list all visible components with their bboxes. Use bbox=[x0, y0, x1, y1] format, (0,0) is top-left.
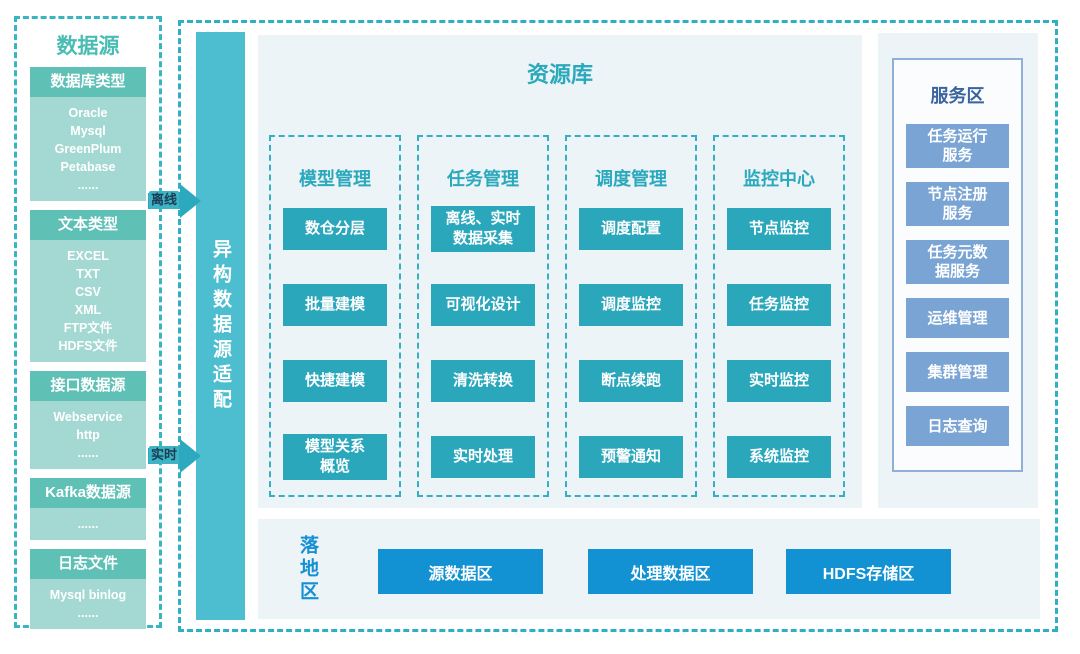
datasource-item: GreenPlum bbox=[54, 142, 122, 156]
datasource-item: Mysql bbox=[70, 124, 106, 138]
landing-zone-panel: 落地区 源数据区 处理数据区 HDFS存储区 bbox=[258, 519, 1040, 619]
group-header: 文本类型 bbox=[30, 210, 146, 240]
service-item-block: 运维管理 bbox=[906, 298, 1009, 338]
resource-item-block: 实时监控 bbox=[727, 360, 831, 402]
resource-library-panel: 资源库 模型管理 数仓分层批量建模快捷建模模型关系 概览 任务管理 离线、实时 … bbox=[258, 35, 862, 508]
resource-item-block: 数仓分层 bbox=[283, 208, 387, 250]
landing-source-data-block: 源数据区 bbox=[378, 549, 543, 594]
column-header: 模型管理 bbox=[299, 169, 371, 189]
datasource-item: ...... bbox=[77, 606, 99, 620]
column-task-management: 任务管理 离线、实时 数据采集可视化设计清洗转换实时处理 bbox=[417, 135, 549, 497]
service-item-block: 日志查询 bbox=[906, 406, 1009, 446]
resource-item-block: 调度监控 bbox=[579, 284, 683, 326]
service-item-block: 节点注册 服务 bbox=[906, 182, 1009, 226]
datasource-item: Oracle bbox=[68, 106, 108, 120]
resource-item-block: 快捷建模 bbox=[283, 360, 387, 402]
group-body: Webservice http...... bbox=[30, 401, 146, 469]
realtime-arrow-label: 实时 bbox=[149, 446, 180, 464]
service-item-block: 集群管理 bbox=[906, 352, 1009, 392]
datasource-group-kafka: Kafka数据源 ...... bbox=[30, 478, 146, 540]
group-body: EXCEL TXT CSV XML FTP文件 HDFS文件 bbox=[30, 240, 146, 362]
landing-process-data-block: 处理数据区 bbox=[588, 549, 753, 594]
column-header: 任务管理 bbox=[447, 169, 519, 189]
datasource-item: XML bbox=[74, 303, 102, 317]
resource-item-block: 离线、实时 数据采集 bbox=[431, 206, 535, 252]
service-zone-box: 服务区 任务运行 服务节点注册 服务任务元数 据服务运维管理集群管理日志查询 bbox=[892, 58, 1023, 472]
group-header: 日志文件 bbox=[30, 549, 146, 579]
group-header: 接口数据源 bbox=[30, 371, 146, 401]
offline-arrow-label: 离线 bbox=[149, 191, 180, 209]
adapter-bar: 异构数据源适配 bbox=[196, 32, 245, 620]
arrow-head-icon bbox=[180, 439, 201, 473]
column-schedule-management: 调度管理 调度配置调度监控断点续跑预警通知 bbox=[565, 135, 697, 497]
group-header: Kafka数据源 bbox=[30, 478, 146, 508]
resource-item-block: 可视化设计 bbox=[431, 284, 535, 326]
resource-item-block: 断点续跑 bbox=[579, 360, 683, 402]
column-monitor-center: 监控中心 节点监控任务监控实时监控系统监控 bbox=[713, 135, 845, 497]
datasource-item: ...... bbox=[77, 178, 99, 192]
datasource-item: Petabase bbox=[60, 160, 116, 174]
arrow-head-icon bbox=[180, 184, 201, 218]
datasource-item: CSV bbox=[75, 285, 101, 299]
platform-frame bbox=[178, 20, 1058, 632]
service-item-block: 任务元数 据服务 bbox=[906, 240, 1009, 284]
column-model-management: 模型管理 数仓分层批量建模快捷建模模型关系 概览 bbox=[269, 135, 401, 497]
resource-item-block: 模型关系 概览 bbox=[283, 434, 387, 480]
datasource-item: http bbox=[76, 428, 100, 442]
datasource-item: TXT bbox=[76, 267, 100, 281]
resource-columns: 模型管理 数仓分层批量建模快捷建模模型关系 概览 任务管理 离线、实时 数据采集… bbox=[269, 135, 845, 497]
adapter-title: 异构数据源适配 bbox=[210, 238, 231, 414]
datasource-group-interface: 接口数据源 Webservice http...... bbox=[30, 371, 146, 469]
datasource-item: FTP文件 bbox=[63, 321, 113, 335]
group-header: 数据库类型 bbox=[30, 67, 146, 97]
datasource-item: Mysql binlog bbox=[49, 588, 127, 602]
group-body: ...... bbox=[30, 508, 146, 540]
resource-item-block: 节点监控 bbox=[727, 208, 831, 250]
datasource-item: HDFS文件 bbox=[58, 339, 118, 353]
datasource-item: EXCEL bbox=[67, 249, 109, 263]
datasource-item: Webservice bbox=[53, 410, 123, 424]
datasource-group-text: 文本类型 EXCEL TXT CSV XML FTP文件 HDFS文件 bbox=[30, 210, 146, 362]
resource-item-block: 系统监控 bbox=[727, 436, 831, 478]
datasource-title: 数据源 bbox=[56, 35, 120, 58]
service-list: 任务运行 服务节点注册 服务任务元数 据服务运维管理集群管理日志查询 bbox=[894, 124, 1021, 446]
column-header: 监控中心 bbox=[743, 169, 815, 189]
resource-item-block: 清洗转换 bbox=[431, 360, 535, 402]
landing-zone-title: 落地区 bbox=[297, 535, 318, 604]
datasource-item: ...... bbox=[77, 446, 99, 460]
service-item-block: 任务运行 服务 bbox=[906, 124, 1009, 168]
resource-item-block: 调度配置 bbox=[579, 208, 683, 250]
datasource-item: ...... bbox=[77, 517, 99, 531]
realtime-flow-arrow: 实时 bbox=[148, 439, 202, 473]
datasource-group-log: 日志文件 Mysql binlog...... bbox=[30, 549, 146, 629]
resource-item-block: 实时处理 bbox=[431, 436, 535, 478]
group-body: Mysql binlog...... bbox=[30, 579, 146, 629]
resource-library-title: 资源库 bbox=[526, 62, 593, 87]
service-zone-title: 服务区 bbox=[930, 86, 985, 106]
service-zone-panel: 服务区 任务运行 服务节点注册 服务任务元数 据服务运维管理集群管理日志查询 bbox=[878, 33, 1038, 508]
offline-flow-arrow: 离线 bbox=[148, 184, 202, 218]
resource-item-block: 任务监控 bbox=[727, 284, 831, 326]
resource-item-block: 预警通知 bbox=[579, 436, 683, 478]
resource-item-block: 批量建模 bbox=[283, 284, 387, 326]
column-header: 调度管理 bbox=[595, 169, 667, 189]
landing-hdfs-storage-block: HDFS存储区 bbox=[786, 549, 951, 594]
